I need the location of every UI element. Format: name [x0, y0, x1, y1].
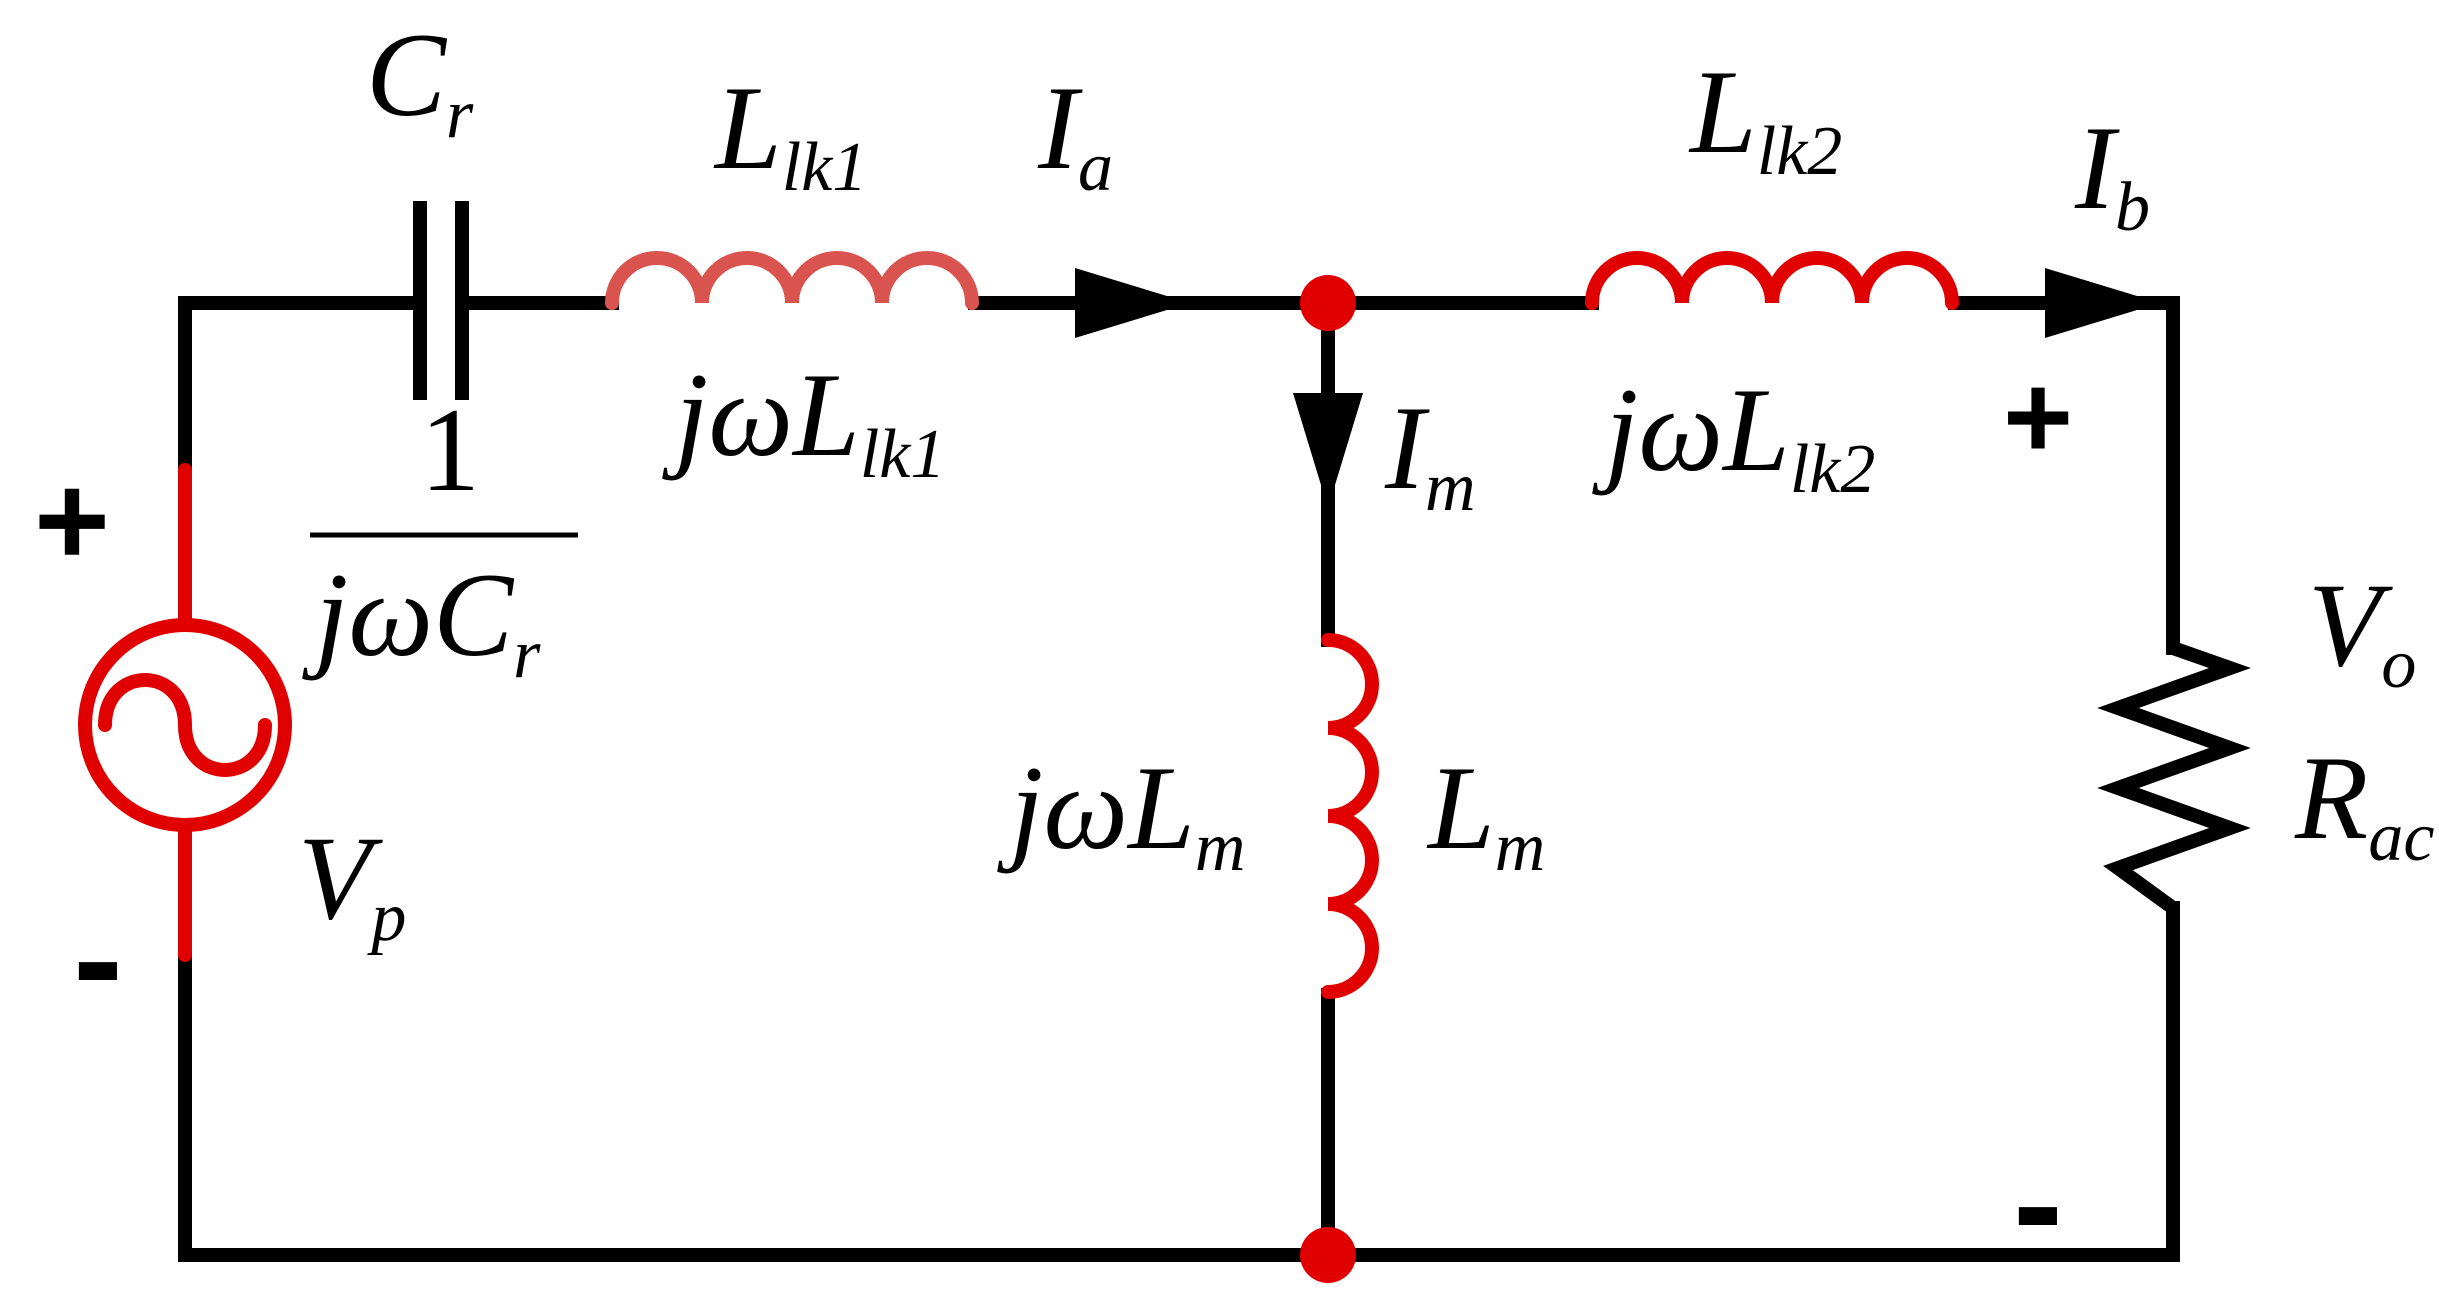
junction-node-bottom	[1300, 1227, 1356, 1283]
inductor-lm	[1321, 633, 1379, 999]
capacitor-cr	[413, 201, 469, 400]
junction-node-top	[1300, 275, 1356, 331]
source-plus-sign: +	[34, 447, 110, 593]
label-llk1-impedance: jωLlk1	[662, 348, 945, 493]
arrow-ia-icon	[1075, 268, 1190, 338]
output-plus-sign: +	[2003, 350, 2073, 484]
label-llk2: Llk2	[1688, 45, 1842, 190]
wire-left-upper	[178, 296, 427, 477]
label-ia: Ia	[1037, 61, 1113, 206]
sine-wave-icon	[98, 673, 272, 777]
output-minus-sign: -	[2013, 1119, 2063, 1287]
label-cr-denominator: jωCr	[302, 548, 541, 693]
source-minus-sign: -	[73, 874, 123, 1042]
arrow-ib-icon	[2045, 268, 2160, 338]
resistor-rac	[2097, 641, 2251, 914]
label-vp: Vp	[298, 811, 406, 956]
label-cr: Cr	[366, 8, 474, 153]
wire-llk2-to-right	[1948, 296, 2180, 655]
inductor-llk2	[1585, 251, 1959, 310]
label-cr-numerator: 1	[420, 383, 480, 516]
label-rac: Rac	[2294, 731, 2434, 876]
arrow-im-icon	[1293, 393, 1363, 508]
label-vo: Vo	[2308, 558, 2416, 703]
ac-source-vp	[78, 463, 292, 962]
label-llk1: Llk1	[713, 61, 867, 206]
wire-right-lower	[178, 901, 2180, 1262]
label-im: Im	[1384, 381, 1476, 526]
label-lm-impedance: jωLm	[997, 741, 1245, 886]
label-lm: Lm	[1426, 741, 1545, 886]
label-llk2-impedance: jωLlk2	[1592, 363, 1875, 508]
inductor-llk1	[605, 251, 979, 310]
label-ib: Ib	[2074, 101, 2150, 246]
